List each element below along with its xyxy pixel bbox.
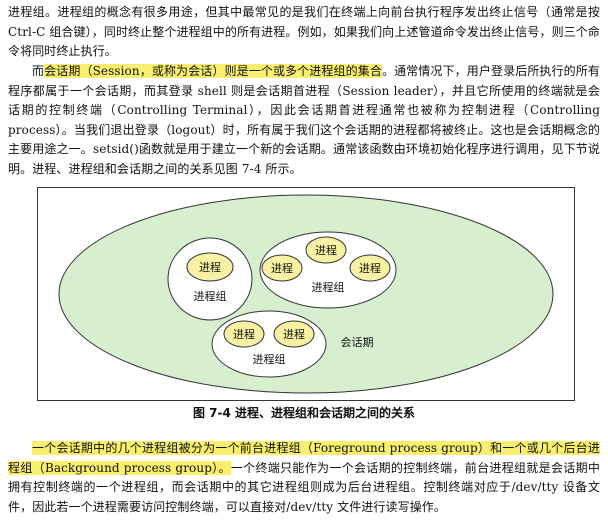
process-ellipse-2c: [349, 254, 391, 282]
process-group-label-3: 进程组: [253, 352, 286, 366]
figure-caption: 图 7-4 进程、进程组和会话期之间的关系: [192, 406, 416, 420]
process-ellipse-3a: [223, 320, 265, 348]
session-definition-highlight: 会话期（Session，或称为会话）则是一个或多个进程组的集合: [44, 64, 382, 78]
session-paragraph-prefix: 而: [32, 64, 45, 78]
figure-7-4-diagram: 进程 进程组 进程 进程 进程 进程组 进程 进程 进程组 会话期: [37, 187, 575, 401]
session-label: 会话期: [341, 336, 374, 349]
process-label-2b: 进程: [315, 244, 337, 257]
session-paragraph: 而会话期（Session，或称为会话）则是一个或多个进程组的集合。通常情况下，用…: [8, 62, 600, 179]
process-ellipse-1: [186, 252, 234, 282]
process-label-3a: 进程: [233, 328, 255, 341]
process-group-ellipse-2: [259, 231, 397, 309]
process-ellipse-2b: [305, 236, 347, 264]
process-label-3b: 进程: [283, 328, 305, 341]
process-label-1: 进程: [199, 261, 221, 274]
process-label-2a: 进程: [271, 262, 293, 275]
process-ellipse-3b: [273, 320, 315, 348]
process-ellipse-2a: [261, 254, 303, 282]
process-group-label-2: 进程组: [312, 280, 345, 294]
process-group-ellipse-3: [211, 310, 327, 378]
session-diagram-svg: 进程 进程组 进程 进程 进程 进程组 进程 进程 进程组 会话期: [58, 194, 554, 394]
process-label-2c: 进程: [359, 262, 381, 275]
process-group-label-1: 进程组: [194, 289, 227, 303]
foreground-paragraph-rest: 一个终端只能作为一个会话期的控制终端，前台进程组就是会话期中拥有控制终端的一个进…: [8, 460, 600, 514]
foreground-background-paragraph: 一个会话期中的几个进程组被分为一个前台进程组（Foreground proces…: [8, 439, 600, 517]
intro-paragraph: 进程组。进程组的概念有很多用途，但其中最常见的是我们在终端上向前台执行程序发出终…: [8, 5, 600, 58]
session-paragraph-rest: 。通常情况下，用户登录后所执行的所有程序都属于一个会话期，而其登录 shell …: [8, 64, 600, 176]
